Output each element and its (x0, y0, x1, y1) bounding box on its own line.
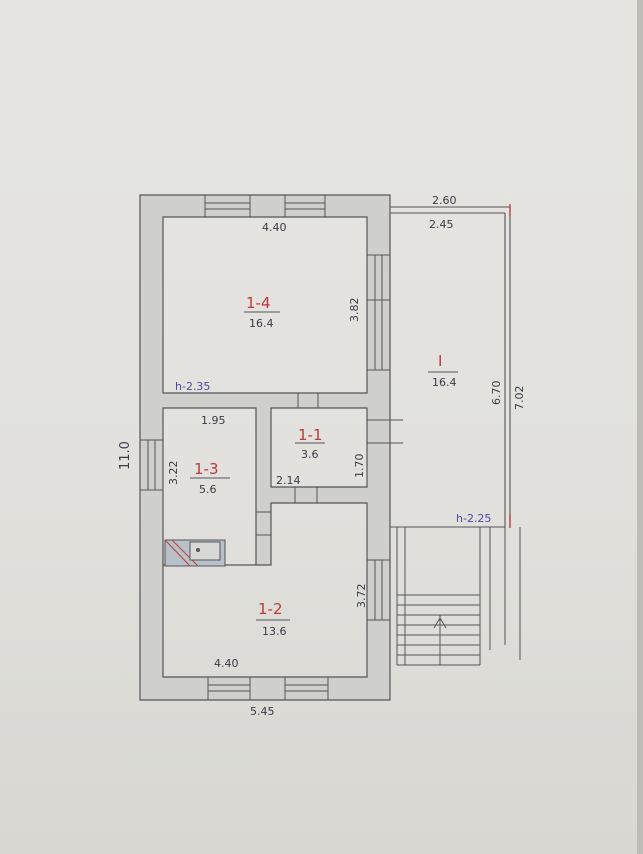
dim-veranda-outer: 2.60 (432, 194, 457, 207)
dim-bottom-inner: 4.40 (214, 657, 239, 670)
dim-room11-width: 2.14 (276, 474, 301, 487)
paper-edge (637, 0, 643, 854)
dim-veranda-inner: 2.45 (429, 218, 454, 231)
dim-left-total: 11.0 (118, 441, 133, 470)
room-1-3-area: 5.6 (199, 483, 217, 496)
room-I-area: 16.4 (432, 376, 457, 389)
dim-veranda-depth: 6.70 (490, 381, 503, 406)
room-1-1-area: 3.6 (301, 448, 319, 461)
area-underlines (190, 311, 458, 621)
window-left (140, 439, 163, 491)
height-veranda-label: h-2.25 (456, 512, 491, 525)
height-main-label: h-2.35 (175, 380, 210, 393)
room-1-4-label: 1-4 (246, 294, 271, 312)
window-bottom (207, 677, 329, 700)
dim-room13-depth: 3.22 (167, 461, 180, 486)
room-I-label: I (438, 352, 442, 370)
room-1-2-area: 13.6 (262, 625, 287, 638)
dim-room11-depth: 1.70 (353, 454, 366, 479)
veranda-outline (390, 206, 511, 528)
house-walls (139, 194, 391, 701)
dim-room14-depth: 3.82 (348, 298, 361, 323)
dim-room12-depth: 3.72 (355, 584, 368, 609)
window-right-upper (367, 254, 390, 371)
room-1-2-label: 1-2 (258, 600, 283, 618)
porch-steps (396, 527, 521, 666)
dim-veranda-outer-depth: 7.02 (513, 386, 526, 411)
door-marks (256, 393, 403, 536)
room-1-4-area: 16.4 (249, 317, 274, 330)
room-1-3-label: 1-3 (194, 460, 219, 478)
window-top (204, 195, 326, 217)
stove (164, 539, 226, 567)
room-1-1-label: 1-1 (298, 426, 323, 444)
dim-top-inner: 4.40 (262, 221, 287, 234)
dim-bottom-outer: 5.45 (250, 705, 275, 718)
window-right-lower (367, 559, 390, 621)
dim-room13-width: 1.95 (201, 414, 226, 427)
